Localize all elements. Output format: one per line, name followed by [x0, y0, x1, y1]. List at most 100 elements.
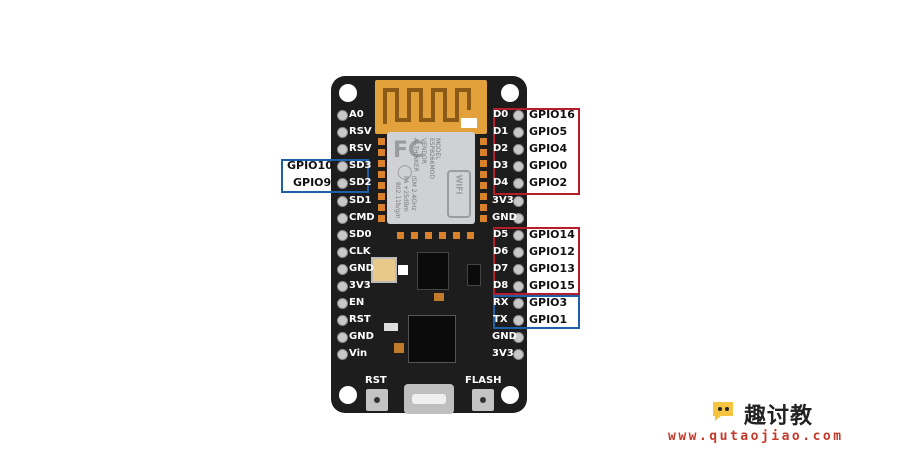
module-pad [453, 232, 460, 239]
pin-header [337, 212, 348, 224]
module-text: PA +25dBm [402, 176, 409, 212]
pin-header [337, 161, 348, 173]
pin-header [513, 161, 524, 173]
right-gpio-label: GPIO16 [529, 108, 575, 121]
highlight-box-rx-tx [493, 295, 580, 329]
pin-header [513, 195, 524, 207]
pin-header [337, 178, 348, 190]
module-pad [480, 204, 487, 211]
esp8266-module: FC ◯ WiFi MODEL ESP8266MOD VENDOR AI-THI… [375, 80, 487, 240]
module-pad [378, 171, 385, 178]
module-pad [480, 193, 487, 200]
left-pin-label: GND [349, 262, 374, 274]
pin-header [337, 281, 348, 292]
right-pin-label: 3V3 [492, 194, 514, 206]
voltage-regulator [417, 252, 449, 290]
pin-header [337, 332, 348, 344]
pin-header [513, 110, 524, 121]
highlight-box-d0-d4 [493, 108, 580, 195]
module-pad [378, 193, 385, 200]
pin-header [513, 281, 524, 292]
pin-header [513, 298, 524, 310]
right-gpio-label: GPIO14 [529, 227, 575, 241]
highlight-box-sd3-sd2 [281, 159, 369, 193]
pin-header [337, 144, 348, 156]
highlight-box-d5-d8 [493, 227, 580, 295]
pin-header [337, 110, 348, 121]
pin-header [513, 263, 524, 275]
module-pad [378, 149, 385, 156]
right-gpio-label: GPIO4 [529, 142, 568, 156]
module-pad [378, 138, 385, 145]
pin-header [513, 246, 524, 258]
right-gpio-label: GPIO5 [529, 125, 568, 139]
module-pad [480, 171, 487, 178]
rf-shield: FC ◯ WiFi MODEL ESP8266MOD VENDOR AI-THI… [387, 132, 475, 224]
right-pin-label: D1 [493, 126, 509, 138]
module-pad [378, 215, 385, 222]
smd-component [384, 323, 398, 331]
module-text: MODEL [434, 138, 441, 160]
module-text: VENDOR [420, 138, 427, 164]
mounting-hole [339, 84, 357, 102]
module-pad [480, 215, 487, 222]
module-pad [425, 232, 432, 239]
module-pad [480, 160, 487, 167]
right-pin-label: D0 [493, 109, 509, 120]
right-pin-label: TX [493, 314, 508, 326]
left-pin-label: RSV [349, 126, 372, 138]
wifi-logo: WiFi [454, 174, 464, 195]
pin-header [337, 246, 348, 258]
pin-header [337, 263, 348, 275]
pin-header [337, 349, 348, 361]
pin-header [337, 298, 348, 310]
ce-mark: ◯ [397, 164, 413, 180]
left-pin-label: CLK [349, 245, 371, 257]
module-pad [480, 138, 487, 145]
left-pin-label: SD3 [349, 160, 372, 172]
fcc-mark: FC [393, 138, 425, 163]
left-gpio-label: GPIO10 [287, 159, 333, 173]
mounting-hole [339, 386, 357, 404]
module-text: 802.11b/g/n [394, 182, 401, 219]
right-gpio-label: GPIO15 [529, 279, 575, 292]
pin-header [513, 229, 524, 241]
module-text: ISM 2.4GHz [410, 176, 417, 211]
left-pin-label: GND [349, 331, 374, 343]
smd-component [398, 265, 408, 275]
pin-header [337, 229, 348, 241]
module-pad [411, 232, 418, 239]
module-pad [480, 149, 487, 156]
pin-header [337, 127, 348, 139]
module-pad [397, 232, 404, 239]
right-gpio-label: GPIO13 [529, 261, 575, 275]
right-pin-label: RX [493, 297, 509, 309]
right-pin-label: D6 [493, 245, 509, 257]
module-pad [378, 204, 385, 211]
left-pin-label: RST [349, 314, 371, 326]
mounting-hole [501, 386, 519, 404]
pin-header [337, 195, 348, 207]
right-pin-label: D7 [493, 262, 509, 274]
watermark-name: 趣讨教 [744, 404, 814, 429]
right-pin-label: 3V3 [492, 348, 514, 360]
module-pad [378, 160, 385, 167]
pin-header [513, 127, 524, 139]
left-pin-label: RSV [349, 143, 372, 155]
right-pin-label: GND [492, 331, 517, 343]
diode [467, 264, 481, 286]
watermark-url: www.qutaojiao.com [668, 429, 844, 444]
right-pin-label: D4 [493, 177, 509, 189]
led [434, 293, 444, 301]
right-pin-label: D5 [493, 228, 509, 240]
left-pin-label: Vin [349, 348, 368, 360]
module-pad [480, 182, 487, 189]
left-pin-label: SD1 [349, 194, 372, 206]
right-gpio-label: GPIO1 [529, 313, 568, 327]
left-pin-label: CMD [349, 211, 375, 223]
smd-component [394, 343, 404, 353]
module-text: AI-THINKER [412, 138, 419, 172]
right-gpio-label: GPIO2 [529, 176, 568, 190]
left-pin-label: EN [349, 297, 365, 309]
right-pin-label: D2 [493, 143, 509, 155]
